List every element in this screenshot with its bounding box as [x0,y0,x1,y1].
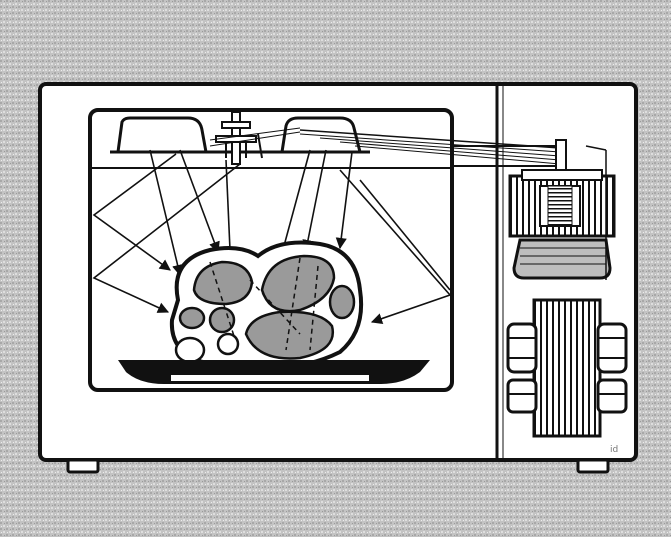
transformer-icon [506,298,628,438]
magnetron-icon [508,139,616,280]
stirrer-fan-icon [110,111,370,165]
waveguide-icon [209,127,561,167]
oven-foot-left [66,458,100,474]
oven-foot-right [576,458,610,474]
turntable-plate-icon [118,360,430,384]
microwave-ray-arrows [92,149,452,324]
watermark-mark: id [610,445,618,455]
food-icon [169,240,364,370]
